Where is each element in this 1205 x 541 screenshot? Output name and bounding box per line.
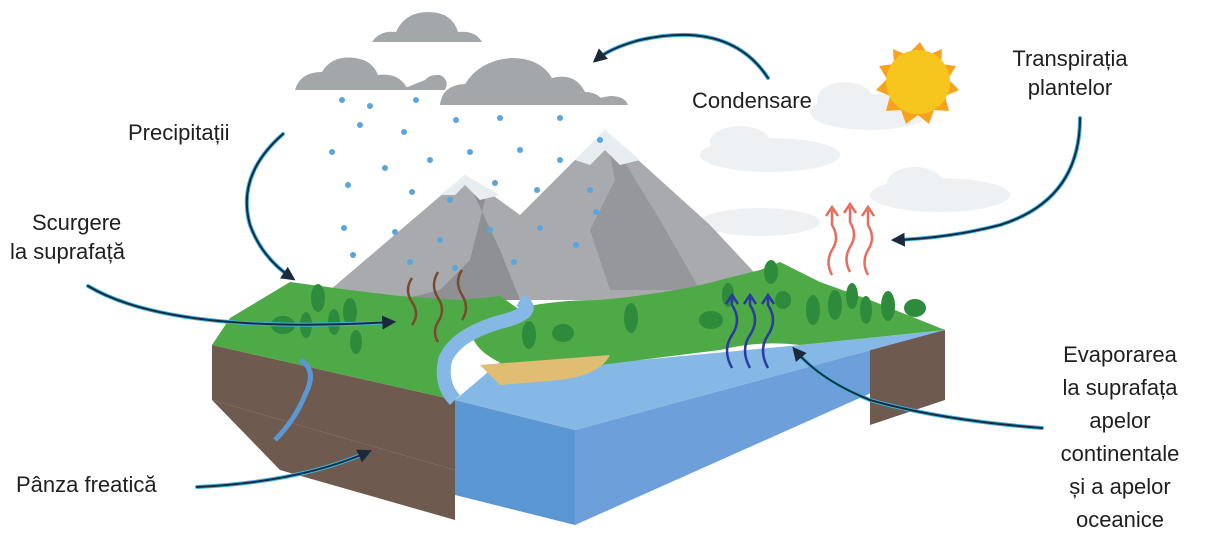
runoff-arrows [406,269,468,343]
evaporation-label-line4: continentale [1060,441,1180,466]
transpiration-label: Transpirația plantelor [1005,44,1135,102]
evaporation-arrows [724,292,776,369]
cloud-icon [295,12,628,105]
runoff-label: Scurgere la suprafață [10,208,125,266]
groundwater-label: Pânza freatică [16,472,157,497]
sun-icon [876,42,959,124]
evaporation-label-line3: apelor [1089,408,1151,433]
evaporation-label-line6: oceanice [1075,507,1165,532]
label-arrows [86,32,1082,489]
runoff-label-line2: la suprafață [10,239,125,264]
transpiration-label-line1: Transpirația [1012,46,1128,71]
transpiration-arrows [824,201,876,276]
condensation-label: Condensare [692,88,812,113]
runoff-label-line1: Scurgere [32,210,122,235]
evaporation-label: Evaporarea la suprafața apelor continent… [1040,338,1200,536]
evaporation-label-line1: Evaporarea [1063,342,1177,367]
evaporation-label-line2: la suprafața [1062,375,1178,400]
mountain-icon [330,130,780,300]
evaporation-label-line5: și a apelor [1069,474,1171,499]
transpiration-label-line2: plantelor [1027,75,1113,100]
rain-drop-icon [329,97,603,271]
precipitation-label: Precipitații [128,120,230,145]
tree-icon [271,260,926,354]
